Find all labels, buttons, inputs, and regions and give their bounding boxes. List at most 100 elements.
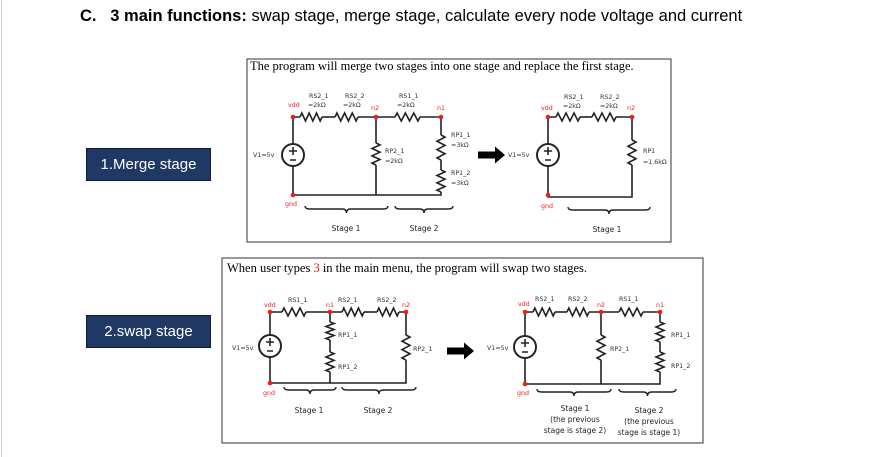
label-rp1: RP1 (643, 148, 655, 155)
label-rp2_1: RP2_1 (413, 346, 432, 353)
page-edge (1, 0, 2, 457)
node-n2: n2 (597, 302, 605, 309)
polarity-icon (544, 147, 552, 161)
node-dot (327, 309, 333, 315)
stage-2-label: Stage 2 (410, 224, 439, 233)
wire (399, 311, 407, 335)
node-gnd: gnd (541, 203, 553, 210)
wire (643, 311, 661, 322)
wire (547, 116, 556, 144)
wire (524, 358, 661, 385)
merge-after-circuit: RS2_1 =2kΩ RS2_2 =2kΩ vdd n2 V1=5v RP1 =… (508, 94, 667, 234)
label-rp1_2: RP1_2 (338, 364, 357, 371)
node-vdd: vdd (288, 102, 300, 109)
resistor-icon (323, 351, 337, 373)
swap-panel-frame (221, 257, 704, 444)
resistor-icon (376, 306, 400, 318)
node-dot (522, 309, 528, 315)
label-rp1_2: RP1_2 (671, 363, 690, 370)
label-rp1_1: RP1_1 (338, 332, 357, 339)
polarity-icon (521, 339, 529, 353)
node-dot (598, 309, 604, 315)
node-dot (373, 114, 379, 120)
value-rs2_1: =2kΩ (308, 102, 326, 109)
value-rs2_2: =2kΩ (343, 102, 361, 109)
stage-2-note: (the previous (624, 417, 674, 426)
resistor-icon (566, 306, 590, 318)
resistor-icon (394, 111, 421, 123)
resistor-icon (618, 306, 644, 318)
label-v1: V1=5v (508, 152, 530, 159)
value-rp1_1: =3kΩ (451, 142, 469, 149)
value-rs2_2: =2kΩ (600, 103, 618, 110)
label-rs2_2: RS2_2 (377, 297, 397, 304)
stage-2-label: Stage 2 (364, 406, 393, 415)
resistor-icon (532, 306, 556, 318)
label-rs2_2: RS2_2 (345, 93, 365, 100)
label-rp1_1: RP1_1 (451, 132, 470, 139)
merge-caption: The program will merge two stages into o… (250, 59, 634, 73)
node-dot (657, 309, 663, 315)
wire (524, 311, 533, 336)
node-vdd: vdd (264, 302, 276, 309)
label-rs2_2: RS2_2 (568, 296, 588, 303)
node-dot (403, 309, 409, 315)
label-v1: V1=5v (487, 345, 509, 352)
value-rp1: =1.6kΩ (643, 159, 667, 166)
label-v1: V1=5v (232, 345, 254, 352)
merge-panel-frame (246, 58, 672, 243)
swap-stage-label: 2.swap stage (86, 315, 211, 348)
stage-1-note: (the previous (550, 415, 600, 424)
wire (420, 116, 442, 135)
resistor-icon (653, 321, 667, 343)
value-rs2_1: =2kΩ (563, 103, 581, 110)
brace-icon (618, 388, 677, 397)
node-dot (545, 192, 551, 198)
value-rp2_1: =2kΩ (385, 158, 403, 165)
label-rs2_1: RS2_1 (535, 296, 555, 303)
resistor-icon (595, 334, 607, 361)
arrow-right-icon (447, 342, 474, 360)
resistor-icon (341, 306, 365, 318)
node-gnd: gnd (517, 390, 529, 397)
node-gnd: gnd (285, 201, 297, 208)
node-vdd: vdd (541, 105, 553, 112)
swap-before-circuit: vdd RS1_1 n1 RS2_1 RS2_2 n2 RP1_1 RP1_2 … (232, 297, 432, 415)
brace-icon (536, 388, 612, 397)
stage-1-label: Stage 1 (332, 224, 361, 233)
stage-2-label: Stage 2 (635, 406, 664, 415)
section-heading: C. 3 main functions: swap stage, merge s… (80, 7, 742, 26)
label-rp1_2: RP1_2 (451, 170, 470, 177)
brace-icon (283, 386, 337, 395)
arrow-right-icon (478, 146, 505, 164)
resistor-icon (653, 351, 667, 373)
brace-icon (304, 205, 389, 214)
node-dot (438, 114, 444, 120)
node-n1: n1 (326, 302, 334, 309)
node-n1: n1 (437, 105, 445, 112)
stage-1-note: stage is stage 2) (544, 426, 607, 435)
resistor-icon (555, 111, 581, 123)
resistor-icon (370, 142, 382, 166)
value-rs1_1: =2kΩ (397, 102, 415, 109)
node-gnd: gnd (263, 390, 275, 397)
brace-icon (567, 206, 651, 215)
resistor-icon (400, 334, 412, 361)
node-dot (290, 192, 296, 198)
heading-prefix: C. (80, 7, 97, 25)
swap-after-circuit: vdd RS2_1 RS2_2 n2 RS1_1 n1 RP2_1 RP1_1 … (487, 296, 690, 437)
label-rp2_1: RP2_1 (385, 148, 404, 155)
node-dot (290, 114, 296, 120)
resistor-icon (591, 111, 617, 123)
heading-rest: swap stage, merge stage, calculate every… (246, 7, 743, 25)
label-rs2_2: RS2_2 (600, 94, 620, 101)
label-rp1_1: RP1_1 (671, 332, 690, 339)
merge-stage-label: 1.Merge stage (86, 148, 211, 181)
wire (547, 165, 633, 198)
node-dot (267, 309, 273, 315)
polarity-icon (266, 338, 274, 352)
label-rs2_1: RS2_1 (309, 93, 329, 100)
stage-1-label: Stage 1 (593, 225, 622, 234)
stage-2-note: stage is stage 1) (618, 428, 681, 437)
